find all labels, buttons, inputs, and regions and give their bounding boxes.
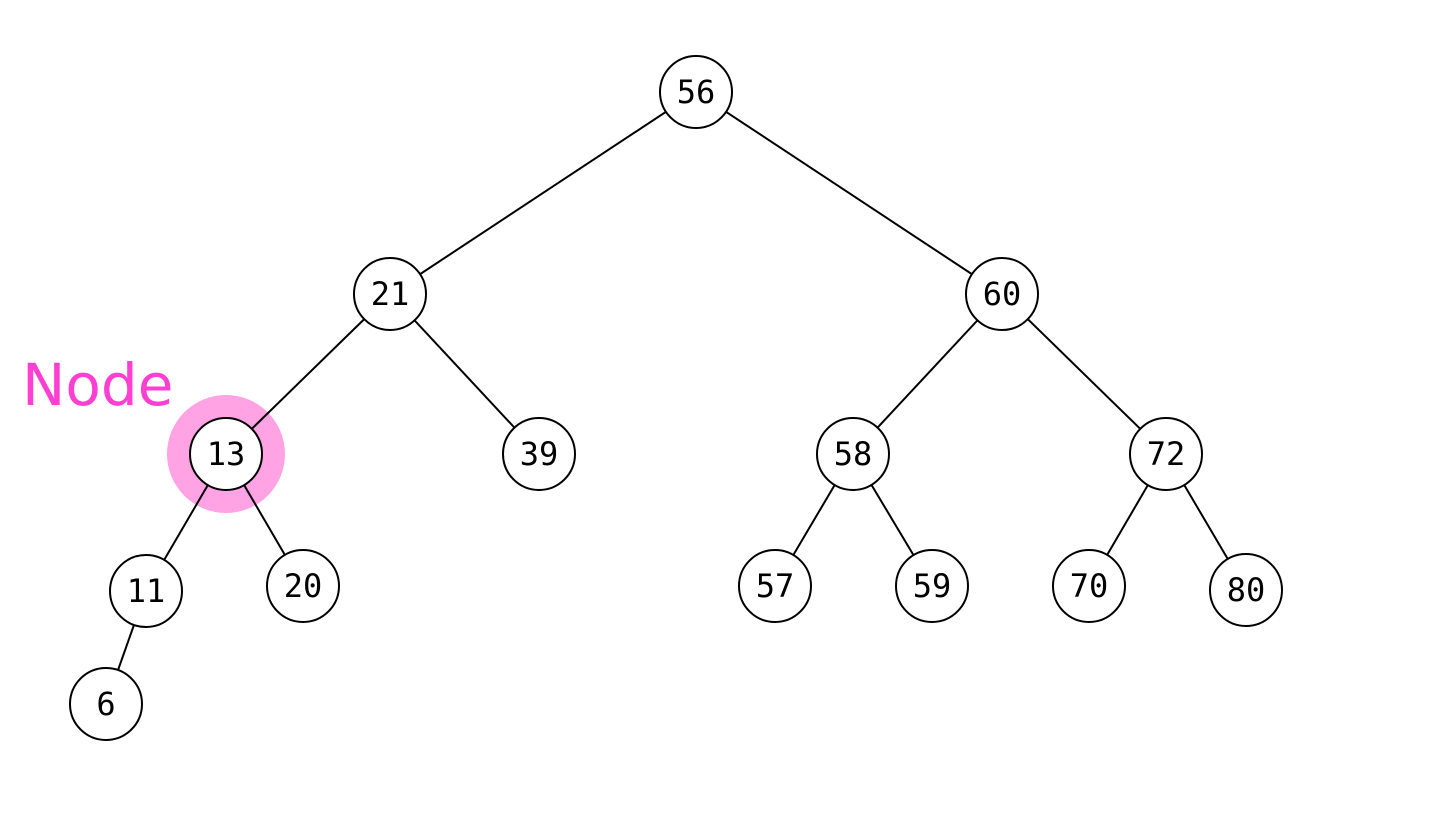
node-label: 59 bbox=[913, 567, 952, 605]
node-label: 57 bbox=[756, 567, 795, 605]
annotation-label: Node bbox=[22, 351, 173, 419]
node-label: 21 bbox=[371, 275, 410, 313]
node-circle bbox=[738, 549, 812, 623]
node-circle bbox=[816, 417, 890, 491]
node-label: 60 bbox=[983, 275, 1022, 313]
tree-node-58: 58 bbox=[816, 417, 890, 491]
edge-56-21 bbox=[389, 91, 697, 295]
node-label: 6 bbox=[96, 685, 115, 723]
nodes: 56 21 60 13 39 58 72 11 20 57 59 70 80 6 bbox=[69, 55, 1283, 741]
node-label: 70 bbox=[1070, 567, 1109, 605]
tree-node-59: 59 bbox=[895, 549, 969, 623]
node-circle bbox=[1129, 417, 1203, 491]
edge-56-60 bbox=[695, 91, 1003, 295]
node-circle bbox=[965, 257, 1039, 331]
node-circle bbox=[69, 667, 143, 741]
tree-node-13: 13 bbox=[189, 417, 263, 491]
node-label: 13 bbox=[207, 435, 246, 473]
tree-node-39: 39 bbox=[502, 417, 576, 491]
node-label: 56 bbox=[677, 73, 716, 111]
edge-60-72 bbox=[1001, 293, 1167, 455]
tree-node-20: 20 bbox=[266, 549, 340, 623]
node-label: 80 bbox=[1227, 571, 1266, 609]
node-label: 72 bbox=[1147, 435, 1186, 473]
node-label: 58 bbox=[834, 435, 873, 473]
edge-21-13 bbox=[225, 293, 391, 455]
tree-node-11: 11 bbox=[109, 554, 183, 628]
tree-node-72: 72 bbox=[1129, 417, 1203, 491]
tree-node-60: 60 bbox=[965, 257, 1039, 331]
node-circle bbox=[895, 549, 969, 623]
node-label: 11 bbox=[127, 572, 166, 610]
tree-node-56: 56 bbox=[659, 55, 733, 129]
node-circle bbox=[189, 417, 263, 491]
node-circle bbox=[1052, 549, 1126, 623]
node-label: 39 bbox=[520, 435, 559, 473]
node-circle bbox=[502, 417, 576, 491]
tree-node-57: 57 bbox=[738, 549, 812, 623]
tree-node-80: 80 bbox=[1209, 553, 1283, 627]
node-circle bbox=[353, 257, 427, 331]
node-circle bbox=[659, 55, 733, 129]
node-circle bbox=[109, 554, 183, 628]
node-circle bbox=[1209, 553, 1283, 627]
tree-node-70: 70 bbox=[1052, 549, 1126, 623]
node-label: 20 bbox=[284, 567, 323, 605]
node-circle bbox=[266, 549, 340, 623]
tree-node-21: 21 bbox=[353, 257, 427, 331]
tree-node-6: 6 bbox=[69, 667, 143, 741]
